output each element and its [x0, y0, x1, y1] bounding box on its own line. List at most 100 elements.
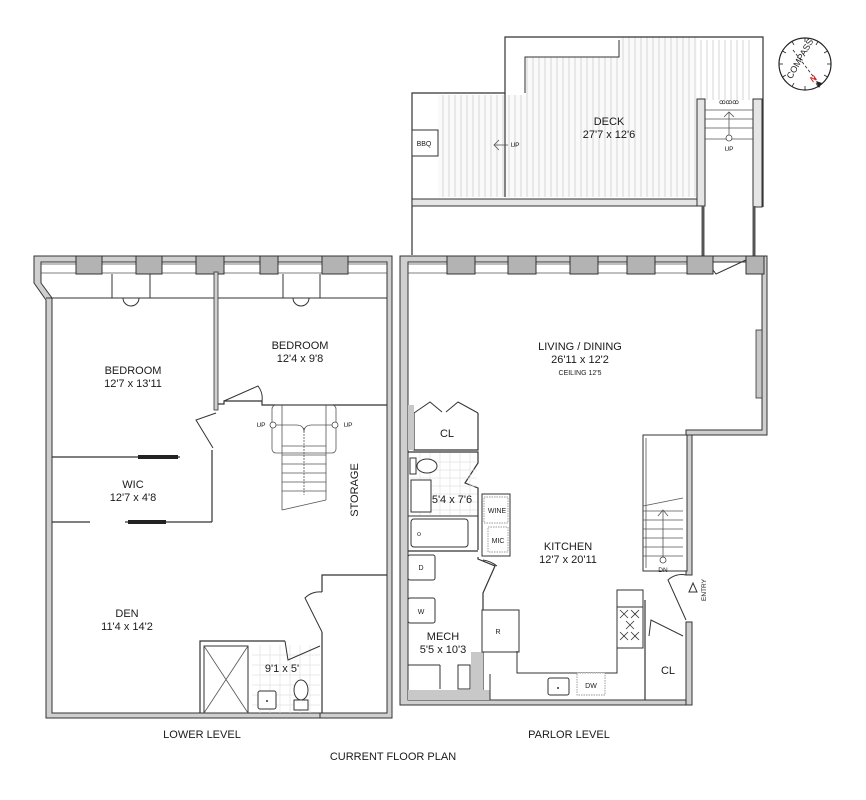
window: [75, 255, 103, 275]
window: [135, 255, 163, 275]
storage-wall: [321, 574, 387, 592]
refrigerator: [481, 609, 520, 653]
fridge-label: R: [495, 629, 500, 636]
deck-railing: [411, 198, 706, 207]
shower: [203, 645, 249, 714]
bath-door: [304, 591, 323, 633]
deck-stairs-up-label: UP: [724, 146, 733, 153]
bbq-label: BBQ: [417, 141, 432, 148]
parlor-level-caption: PARLOR LEVEL: [528, 729, 610, 741]
bedroom2-door: [223, 385, 263, 402]
lower-bath: 9'1 x 5': [199, 632, 323, 714]
lower-level-caption: LOWER LEVEL: [163, 729, 241, 741]
window: [626, 255, 656, 275]
wic-name: WIC: [122, 479, 143, 491]
deck-slats-upper: [700, 40, 750, 100]
wic-sliding-door: [138, 455, 178, 459]
sink: [410, 479, 432, 513]
parlor-level: CL 5'4 x 7'6: [399, 255, 768, 706]
deck-door: [712, 259, 747, 275]
lower-level: UP UP 9'1 x 5': [33, 255, 393, 719]
chase: [408, 405, 414, 450]
kitchen-name: KITCHEN: [544, 541, 592, 553]
parlor-stairs-dn: DN: [658, 567, 668, 574]
mic-label: MIC: [492, 538, 505, 545]
entry-label: ENTRY: [701, 578, 708, 601]
bedroom2-wall: [218, 400, 387, 406]
lower-stairs: UP UP: [256, 404, 353, 511]
entry-arrow-icon: [688, 581, 698, 593]
dishwasher-label: DW: [585, 683, 597, 690]
parlor-bath: 5'4 x 7'6: [408, 451, 479, 552]
bedroom1-door: [195, 412, 217, 449]
fixture-arc: [292, 297, 310, 307]
window: [745, 255, 765, 275]
deck-step: [524, 40, 620, 93]
window: [507, 255, 537, 275]
closet-1: CL: [413, 401, 479, 451]
fireplace: [755, 329, 763, 399]
toilet-tank: [409, 457, 417, 475]
range-burners: [619, 609, 640, 641]
mech-dims: 5'5 x 10'3: [420, 644, 466, 656]
lower-bath-dims: 9'1 x 5': [265, 663, 299, 675]
deck-up-arrow: UP: [493, 139, 520, 151]
window: [259, 255, 279, 275]
window: [321, 255, 349, 275]
compass-north: N: [809, 73, 819, 84]
bedroom-divider-wall: [213, 271, 219, 411]
mech-name: MECH: [427, 631, 459, 643]
lower-outer-wall: [33, 255, 393, 719]
deck-railing-side-right: [752, 98, 763, 208]
deck-outline: [411, 36, 764, 255]
den-name: DEN: [115, 608, 138, 620]
bedroom2-dims: 12'4 x 9'8: [277, 353, 323, 365]
living-dims: 26'11 x 12'2: [551, 354, 609, 366]
bedroom1-dims: 12'7 x 13'11: [104, 378, 162, 390]
deck-area: UP ꝏꝏꝏ BBQ UP DECK 27'7 x 12'6: [411, 36, 764, 256]
bedroom1-name: BEDROOM: [105, 365, 162, 377]
deck-slats: [438, 37, 697, 197]
living-name: LIVING / DINING: [538, 341, 622, 353]
mech-room: D W MECH 5'5 x 10'3: [407, 554, 498, 700]
closet2-name: CL: [661, 665, 675, 677]
lower-stairs-up-left: UP: [256, 422, 265, 429]
toilet-tank: [293, 699, 309, 711]
fixture-arc: [122, 297, 140, 307]
deck-up-label: UP: [510, 142, 519, 149]
bedroom2-name: BEDROOM: [272, 340, 329, 352]
deck-dims: 27'7 x 12'6: [583, 129, 636, 141]
deck-name: DECK: [594, 116, 625, 128]
kitchen-dims: 12'7 x 20'11: [539, 554, 597, 566]
living-ceiling: CEILING 12'5: [559, 370, 602, 377]
bbq-box: [411, 129, 439, 157]
washer: [407, 597, 436, 624]
parlor-bath-dims: 5'4 x 7'6: [432, 494, 472, 506]
window: [686, 255, 714, 275]
plan-title: CURRENT FLOOR PLAN: [330, 751, 456, 763]
deck-planter: ꝏꝏꝏ: [719, 99, 739, 106]
den-dims: 11'4 x 14'2: [101, 621, 153, 633]
entry-door: [667, 574, 687, 621]
window: [569, 255, 599, 275]
compass: COMPASS N: [778, 37, 832, 91]
lower-stairs-up-right: UP: [343, 422, 352, 429]
window: [195, 255, 225, 275]
dryer-label: D: [418, 565, 423, 572]
storage-name: STORAGE: [349, 463, 361, 517]
dryer: [407, 554, 436, 581]
bathtub: [410, 518, 469, 548]
parlor-stairs: DN: [642, 434, 688, 574]
wine-label: WINE: [488, 508, 507, 515]
closet-2: CL: [648, 619, 684, 677]
cabinet-column: [481, 493, 511, 557]
kitchen-counters: R DW: [481, 589, 646, 700]
closet1-name: CL: [440, 428, 454, 440]
toilet: [416, 458, 438, 474]
washer-label: W: [418, 609, 425, 616]
wic-sliding-door: [128, 520, 166, 524]
deck-stairs: UP ꝏꝏꝏ: [705, 99, 753, 153]
microwave: [487, 526, 509, 553]
wic-dims: 12'7 x 4'8: [110, 492, 156, 504]
